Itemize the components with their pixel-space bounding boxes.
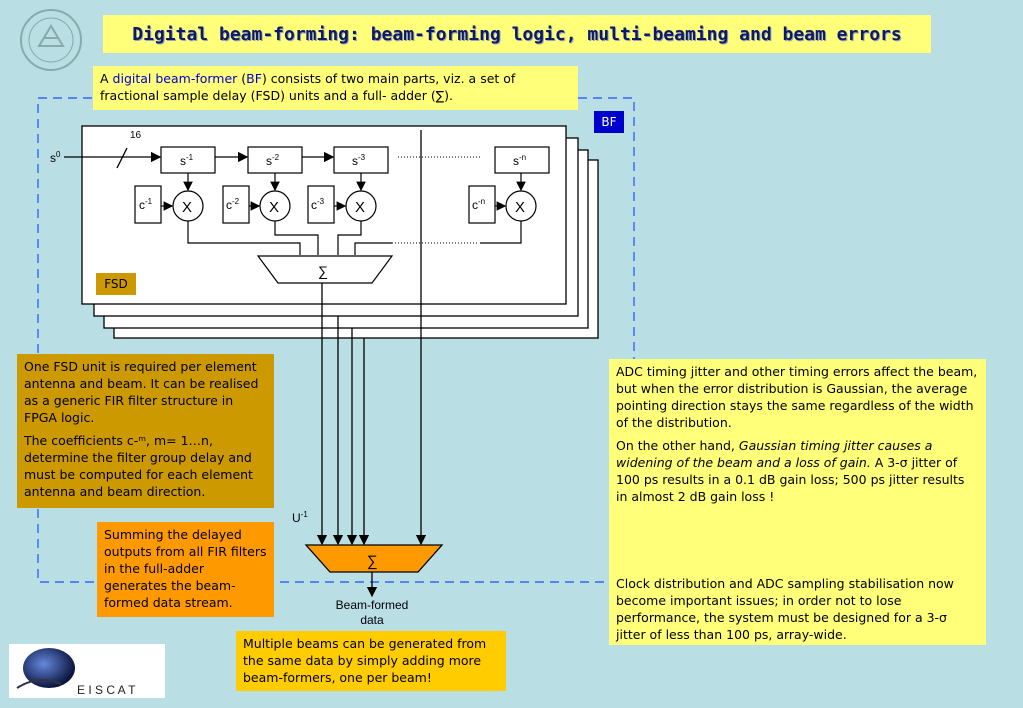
fsd-note: One FSD unit is required per element ant…: [17, 354, 274, 508]
svg-text:E I S C A T: E I S C A T: [77, 683, 136, 697]
delay-box-2: [247, 146, 303, 174]
coeff-box-3: [307, 185, 335, 224]
page-title: Digital beam-forming: beam-forming logic…: [103, 15, 931, 53]
multi-beam-note: Multiple beams can be generated from the…: [236, 631, 506, 691]
input-label: s0: [50, 150, 61, 165]
delay-label-3: s-3: [352, 153, 366, 168]
delay-box-1: [160, 146, 216, 174]
intro-link-abbr[interactable]: BF: [246, 71, 262, 86]
svg-text:∑: ∑: [367, 553, 378, 570]
svg-text:X: X: [355, 199, 365, 216]
output-label-2: data: [360, 613, 384, 627]
intro-text: A digital beam-former (BF) consists of t…: [93, 66, 578, 110]
svg-text:X: X: [269, 199, 279, 216]
svg-text:∑: ∑: [318, 263, 328, 279]
delay-label-1: s-1: [180, 153, 194, 168]
svg-text:X: X: [515, 199, 525, 216]
fsd-note-p1: One FSD unit is required per element ant…: [24, 359, 259, 425]
sum-note: Summing the delayed outputs from all FIR…: [97, 522, 274, 617]
coeff-label-1: c-1: [139, 197, 153, 212]
coeff-label-3: c-3: [311, 197, 325, 212]
delay-box-n: [494, 146, 550, 174]
coeff-box-n: [468, 185, 496, 224]
fir-adder: [256, 255, 394, 284]
delay-label-2: s-2: [266, 153, 280, 168]
jitter-p3: Clock distribution and ADC sampling stab…: [616, 576, 954, 642]
coeff-box-1: [134, 185, 162, 224]
bus-width-label: 16: [130, 130, 142, 141]
output-label-1: Beam-formed: [336, 598, 409, 612]
fsd-label: FSD: [96, 273, 136, 295]
bus-slash: [116, 147, 128, 169]
svg-text:X: X: [182, 199, 192, 216]
intro-link-bf[interactable]: digital beam-former: [112, 71, 238, 86]
jitter-p2: On the other hand, Gaussian timing jitte…: [616, 438, 965, 504]
u-label: U-1: [292, 510, 308, 525]
fsd-note-p2: The coefficients c-ᵐ, m= 1…n, determine …: [24, 433, 253, 499]
delay-label-n: s-n: [513, 153, 526, 168]
coeff-label-n: c-n: [472, 197, 485, 212]
jitter-note: ADC timing jitter and other timing error…: [609, 359, 986, 645]
coeff-label-2: c-2: [226, 197, 240, 212]
institution-seal-logo: [15, 8, 87, 72]
bf-label: BF: [594, 111, 624, 133]
eiscat-logo: E I S C A T: [9, 644, 165, 698]
full-adder: [304, 544, 444, 573]
coeff-box-2: [222, 185, 250, 224]
jitter-p1: ADC timing jitter and other timing error…: [616, 364, 978, 430]
